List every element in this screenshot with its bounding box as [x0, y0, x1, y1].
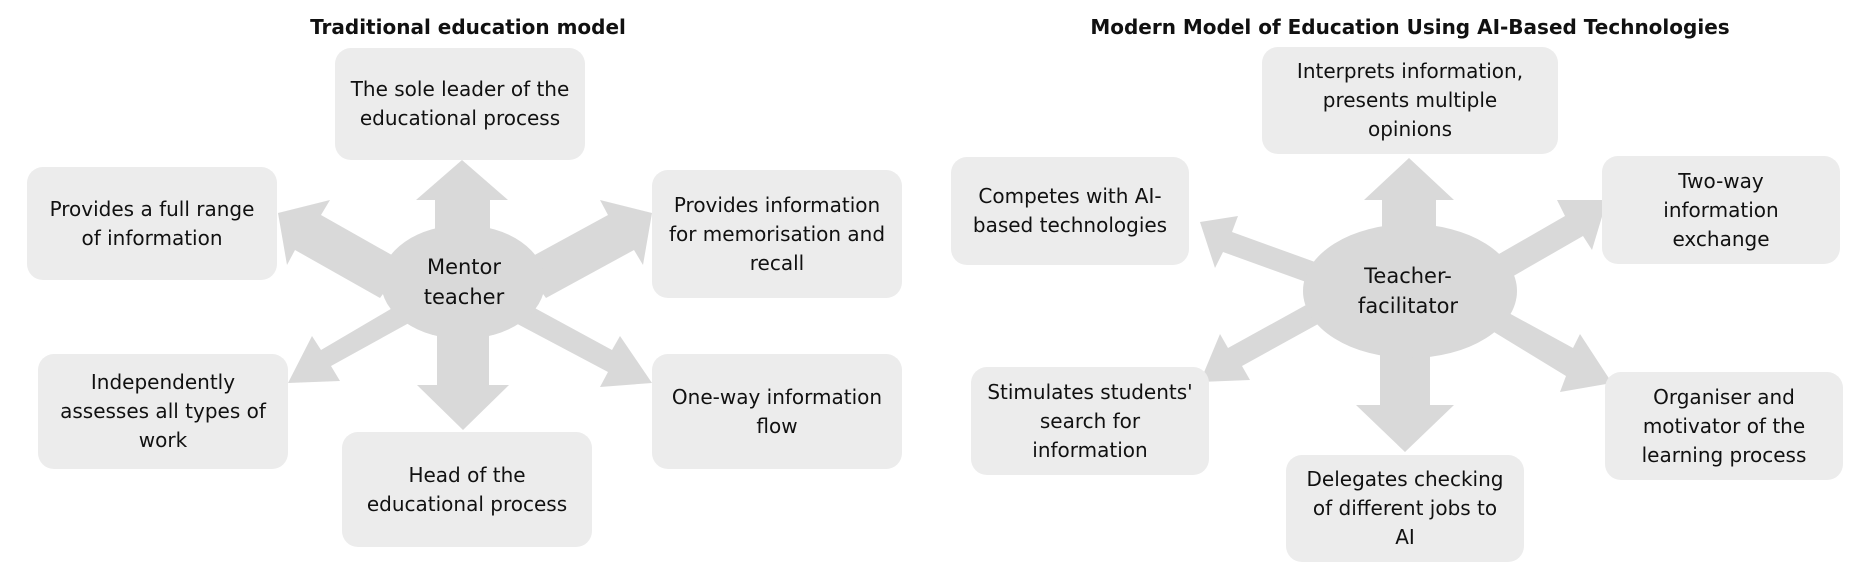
- arrow-upper-left-left-diagram: [278, 200, 406, 298]
- right-box-lower-left: Stimulates students' search for informat…: [971, 367, 1209, 475]
- left-box-top: The sole leader of the educational proce…: [335, 48, 585, 160]
- center-ellipse-left: [381, 225, 545, 339]
- center-ellipse-right: [1303, 224, 1517, 358]
- arrow-upper-left-right-diagram: [1200, 216, 1315, 282]
- right-center-label: Teacher-facilitator: [1357, 264, 1459, 318]
- left-box-lower-left: Independently assesses all types of work: [38, 354, 288, 469]
- arrow-up-right-diagram: [1364, 158, 1454, 235]
- right-box-top: Interprets information, presents multipl…: [1262, 47, 1558, 154]
- right-box-upper-left: Competes with AI-based technologies: [951, 157, 1189, 265]
- right-box-bottom: Delegates checking of different jobs to …: [1286, 455, 1524, 562]
- arrow-lower-left-left-diagram: [288, 300, 418, 383]
- right-diagram-title: Modern Model of Education Using AI-Based…: [1090, 15, 1730, 39]
- left-box-upper-right: Provides information for memorisation an…: [652, 170, 902, 298]
- left-box-upper-left: Provides a full range of information: [27, 167, 277, 280]
- right-box-lower-right: Organiser and motivator of the learning …: [1605, 372, 1843, 480]
- arrow-upper-right-left-diagram: [520, 200, 652, 298]
- left-box-bottom: Head of the educational process: [342, 432, 592, 547]
- right-box-upper-right: Two-way information exchange: [1602, 156, 1840, 264]
- arrow-upper-right-right-diagram: [1485, 200, 1607, 282]
- arrow-lower-right-left-diagram: [506, 300, 652, 387]
- arrow-up-left-diagram: [416, 160, 508, 232]
- left-center-label: Mentor teacher: [423, 255, 505, 309]
- arrow-down-right-diagram: [1356, 345, 1454, 452]
- left-diagram-title: Traditional education model: [310, 15, 626, 39]
- arrow-lower-left-right-diagram: [1200, 300, 1329, 382]
- arrow-lower-right-right-diagram: [1471, 300, 1612, 392]
- arrow-down-left-diagram: [417, 330, 509, 430]
- left-box-lower-right: One-way information flow: [652, 354, 902, 469]
